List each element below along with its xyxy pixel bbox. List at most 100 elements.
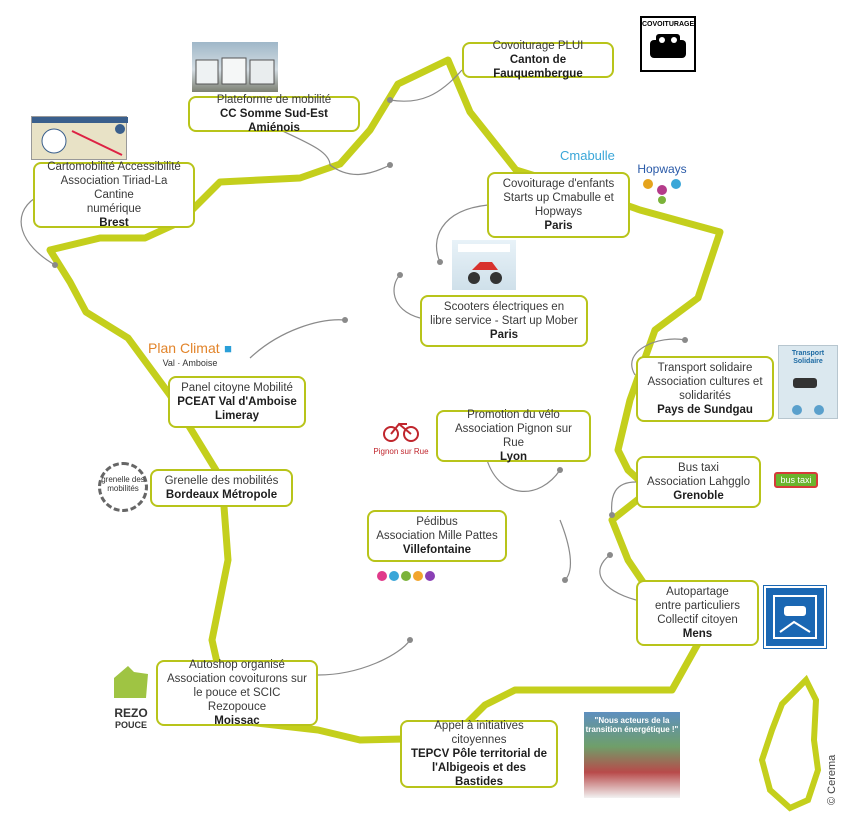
pouce-text: POUCE [114, 720, 147, 730]
box-text: Panel citoyne Mobilité [181, 382, 293, 394]
box-promotion-velo: Promotion du vélo Association Pignon sur… [436, 409, 591, 463]
connector-autopartage [599, 554, 637, 601]
box-place: Bordeaux Métropole [165, 489, 278, 501]
connector-scooters [393, 274, 421, 319]
box-panel-citoyen: Panel citoyne Mobilité PCEAT Val d'Amboi… [168, 376, 306, 428]
box-text: numérique [86, 203, 142, 215]
box-place: Pays de Sundgau [657, 404, 753, 416]
box-place: Paris [544, 220, 573, 232]
pignon-sur-rue-logo: Pignon sur Rue [368, 418, 434, 458]
box-transport-solidaire: Transport solidaire Association cultures… [636, 356, 774, 422]
cmabulle-text: Cmabulle [560, 148, 615, 163]
box-text: Starts up Cmabulle et [503, 192, 614, 204]
box-autopartage: Autopartage entre particuliers Collectif… [636, 580, 759, 646]
box-text: Association cultures et [647, 376, 763, 388]
box-text: Pédibus [416, 516, 458, 528]
box-place: CC Somme Sud-Est Amiénois [220, 108, 328, 134]
box-pedibus: Pédibus Association Mille Pattes Villefo… [367, 510, 507, 562]
covoiturage-sign-icon: COVOITURAGE [640, 16, 696, 72]
box-place: Villefontaine [402, 544, 472, 556]
box-scooters: Scooters électriques en libre service - … [420, 295, 588, 347]
box-place: Lyon [499, 451, 528, 463]
box-text: Autopartage [666, 586, 729, 598]
corsica-outline [758, 674, 822, 812]
pignon-text: Pignon sur Rue [373, 447, 429, 456]
box-text: Association Lahgglo [647, 476, 750, 488]
mober-scooter-photo [452, 240, 516, 290]
plan-climat-logo: Plan Climat ■ Val · Amboise [138, 340, 242, 374]
hopways-text: Hopways [637, 162, 687, 176]
box-place: PCEAT Val d'Amboise Limeray [177, 396, 297, 422]
connector-plateforme [269, 124, 391, 176]
autopartage-sign-icon [763, 585, 827, 649]
box-text: Association covoiturons sur [167, 673, 307, 685]
box-autoshop: Autoshop organisé Association covoituron… [156, 659, 318, 727]
credit-text: © Cerema [826, 754, 838, 805]
hopways-logo: Hopways [630, 148, 694, 208]
box-text: Transport solidaire [657, 362, 753, 374]
connector-panel [249, 319, 346, 359]
cmabulle-logo: Cmabulle [560, 148, 626, 168]
rezo-pouce-logo: REZO POUCE [104, 662, 158, 736]
box-text: Association Mille Pattes [376, 530, 498, 542]
box-place: Grenoble [673, 490, 724, 502]
box-text: Cartomobilité Accessibilité [47, 161, 181, 173]
box-bus-taxi: Bus taxi Association Lahgglo Grenoble [636, 456, 761, 508]
tepcv-crowd-photo: "Nous acteurs de la transition énergétiq… [584, 712, 680, 798]
box-text: Promotion du vélo [467, 409, 560, 421]
grenelle-logo: grenelle des mobilités [98, 462, 148, 512]
box-place: Moissac [214, 715, 260, 727]
mille-pattes-logo [374, 566, 442, 592]
transport-solidaire-text: Transport Solidaire [791, 350, 825, 365]
box-place: TEPCV Pôle territorial de l'Albigeois et… [410, 748, 548, 788]
connector-velo [486, 459, 561, 492]
box-place: Mens [682, 628, 713, 640]
box-text: Collectif citoyen [657, 614, 738, 626]
box-text: Bus taxi [678, 462, 719, 474]
box-plateforme-mobilite: Plateforme de mobilité CC Somme Sud-Est … [188, 94, 360, 134]
box-text: libre service - Start up Mober [430, 315, 578, 327]
box-text: Scooters électriques en [443, 301, 565, 313]
connector-enfants [436, 204, 489, 263]
covoiturage-sign-label: COVOITURAGE [642, 21, 695, 28]
box-appel-initiatives: Appel à initiatives citoyennes TEPCV Pôl… [400, 720, 558, 788]
plan-climat-sub: Val · Amboise [162, 358, 218, 368]
box-place: Canton de Fauquembergue [493, 54, 583, 80]
box-cartomobilite: Cartomobilité Accessibilité Association … [33, 161, 195, 229]
bustaxi-logo: bus taxi [764, 470, 828, 496]
france-outline [46, 56, 724, 744]
box-covoiturage-enfants: Covoiturage d'enfants Starts up Cmabulle… [487, 172, 630, 238]
grenelle-text: grenelle des mobilités [101, 475, 145, 493]
box-text: Grenelle des mobilités [164, 475, 279, 487]
box-text: entre particuliers [654, 600, 740, 612]
box-place: Paris [489, 329, 519, 341]
connector-pedibus [559, 519, 571, 581]
rezo-text: REZO [114, 706, 148, 720]
box-text: solidarités [679, 390, 731, 402]
tepcv-photo-text: "Nous acteurs de la transition énergétiq… [585, 716, 679, 734]
cartomobilite-screenshot [31, 116, 128, 160]
box-text: Association Tiriad-La Cantine [60, 175, 168, 201]
thumb-icon [114, 666, 148, 698]
box-place: Brest [99, 217, 129, 229]
box-text: Appel à initiatives [434, 720, 524, 732]
connector-sundgau [631, 338, 686, 376]
box-text: le pouce et SCIC Rezopouce [193, 687, 281, 713]
bus-photo [192, 42, 278, 92]
plan-climat-text: Plan Climat [148, 340, 220, 356]
box-text: Covoiturage d'enfants [502, 178, 615, 190]
box-grenelle: Grenelle des mobilités Bordeaux Métropol… [150, 469, 293, 507]
connector-bustaxi [610, 481, 637, 516]
connector-covoiturage-plui [389, 69, 463, 102]
bear-icon: ■ [224, 341, 232, 356]
bustaxi-text: bus taxi [774, 472, 818, 488]
box-text: Association Pignon sur Rue [455, 423, 572, 449]
connector-cartomobilite [20, 197, 56, 266]
box-text: citoyennes [451, 734, 507, 746]
transport-solidaire-logo: Transport Solidaire [778, 345, 838, 419]
connector-autoshop [317, 639, 411, 676]
box-text: Autoshop organisé [189, 659, 285, 671]
bicycle-icon [383, 422, 419, 442]
box-text: Hopways [534, 206, 583, 218]
